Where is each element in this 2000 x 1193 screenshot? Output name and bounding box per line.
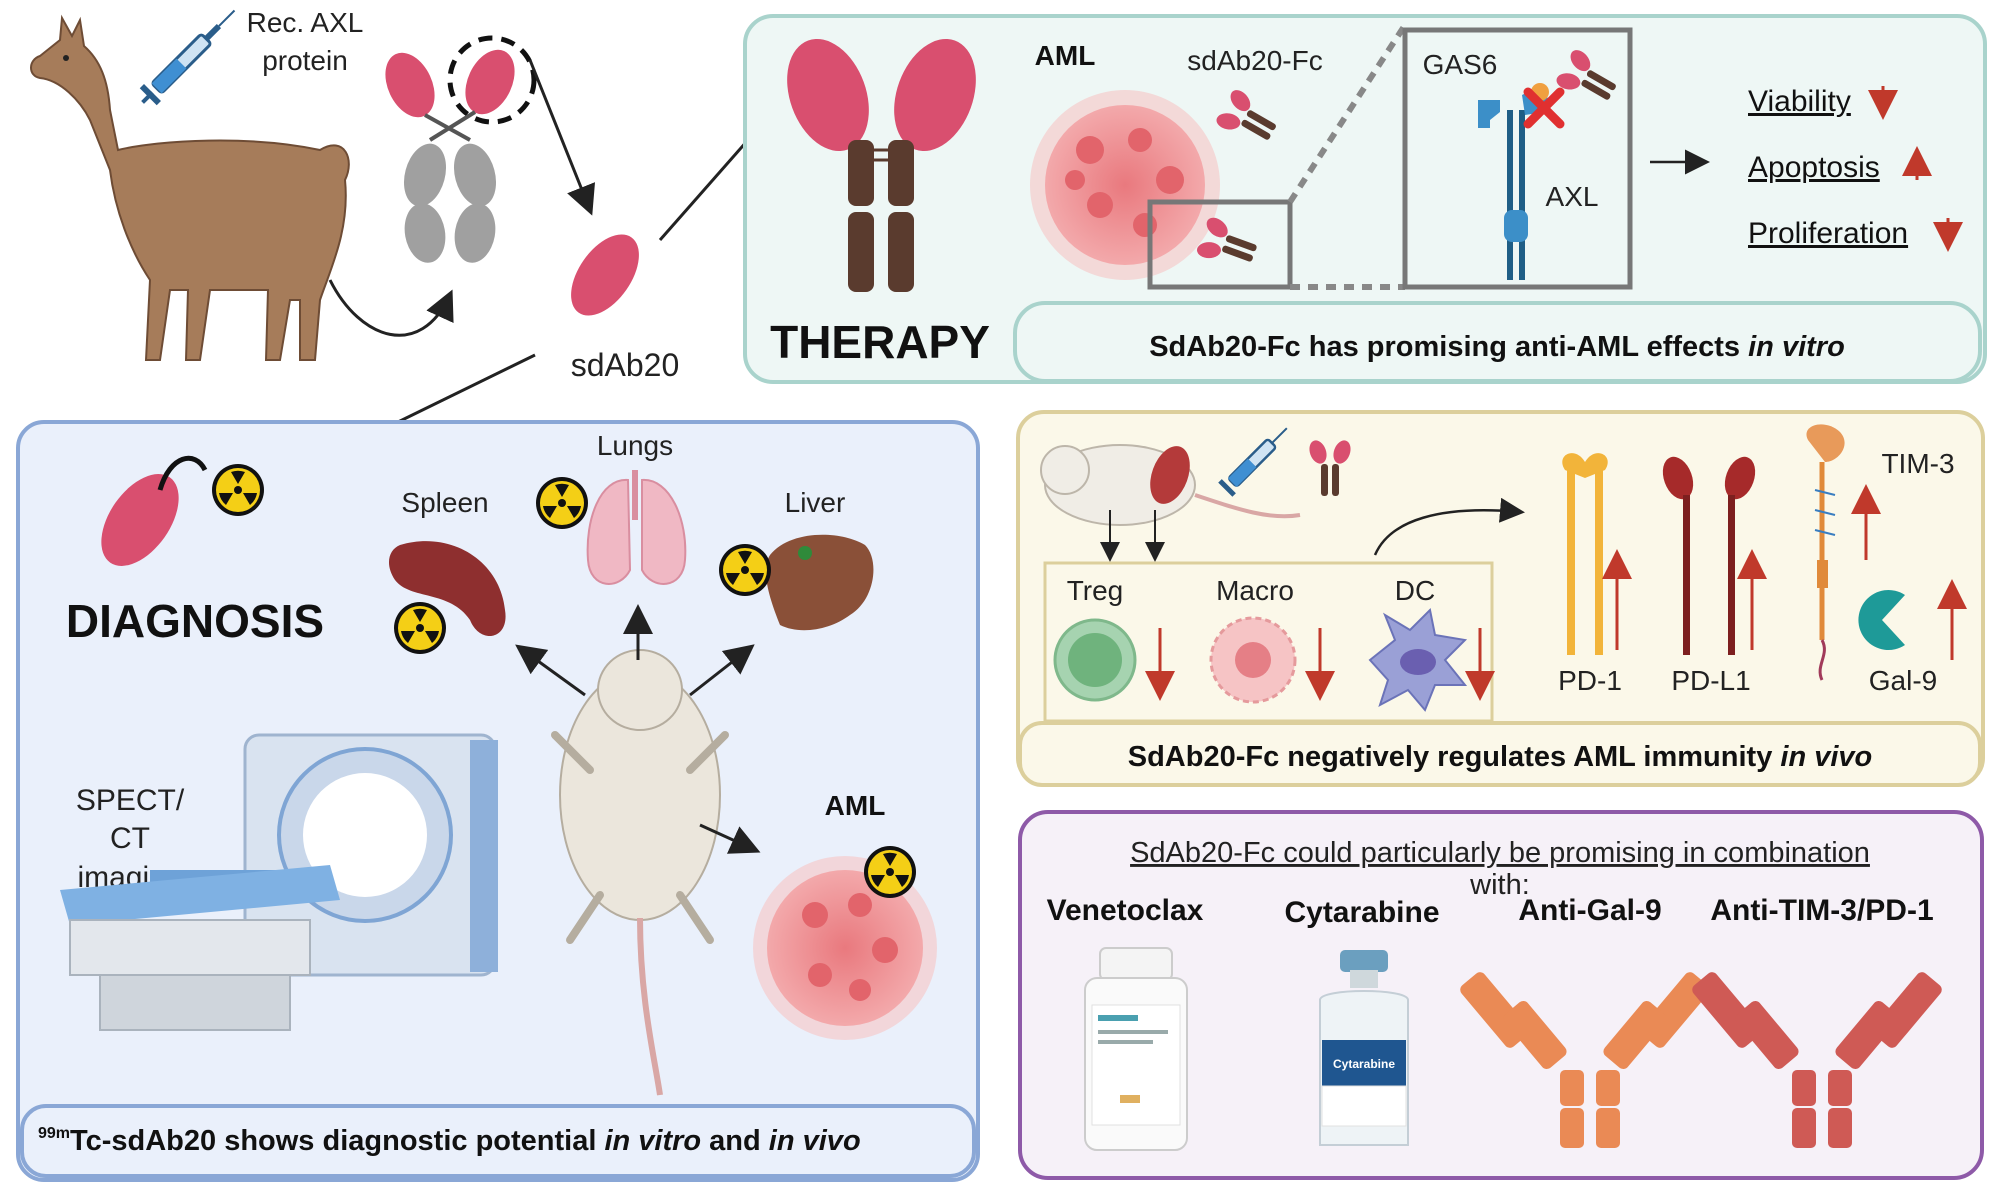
diagnosis-summary-text-2: and (701, 1125, 769, 1157)
pill-bottle-icon (1084, 947, 1188, 1151)
therapy-construct-label: sdAb20-Fc (1187, 45, 1322, 76)
drug-anti-gal9-label: Anti-Gal-9 (1518, 894, 1661, 927)
drug-venetoclax-label: Venetoclax (1047, 894, 1204, 927)
liver-label: Liver (785, 487, 846, 518)
therapy-title: THERAPY (770, 316, 990, 368)
therapy-summary-text: SdAb20-Fc has promising anti-AML effects (1149, 331, 1748, 363)
spect-ct-scanner-icon (60, 733, 498, 1031)
liver-icon (765, 534, 874, 631)
heavy-chain-antibody-icon (385, 35, 537, 263)
to-checkpoints-arrow (1373, 497, 1525, 556)
liver-radioactive-icon (719, 544, 771, 596)
effect-apoptosis: Apoptosis (1748, 151, 1880, 184)
immunity-syringe-icon (1218, 427, 1288, 497)
spleen-label: Spleen (401, 487, 488, 518)
lungs-icon (586, 470, 687, 585)
combination-heading-line2: with: (1469, 869, 1530, 901)
therapy-panel: THERAPY AML sdAb20-Fc GAS6 (743, 14, 1987, 384)
mouse-side-icon (1040, 444, 1301, 526)
effect-viability: Viability (1748, 85, 1851, 118)
diagnosis-panel: DIAGNOSIS Spleen Lungs Liver A (16, 420, 980, 1182)
immunity-summary: SdAb20-Fc negatively regulates AML immun… (1128, 741, 1873, 773)
therapy-summary-italic: in vitro (1748, 331, 1845, 363)
mouse-to-spleen-arrow (515, 644, 586, 697)
sdab20-label: sdAb20 (571, 347, 680, 383)
checkpoint-pd1-label: PD-1 (1558, 665, 1622, 696)
radiolabeled-sdab20-icon (101, 455, 264, 566)
isolation-arrow (528, 59, 596, 216)
therapy-summary-box (1013, 301, 1982, 383)
diagnosis-summary-box (20, 1104, 976, 1178)
dendritic-cell-icon (1368, 607, 1468, 712)
anti-tim3-pd1-antibody-icon (1692, 972, 1942, 1148)
tim3-receptor-icon (1806, 424, 1845, 681)
aml-tumor-cluster-icon (1030, 90, 1220, 280)
rec-axl-label-2: protein (262, 45, 348, 76)
immunity-panel: Treg Macro DC PD-1 (1016, 410, 1985, 787)
imaging-label-1: SPECT/ (76, 784, 185, 817)
therapy-summary: SdAb20-Fc has promising anti-AML effects… (1149, 331, 1845, 363)
immunity-summary-italic: in vivo (1780, 741, 1872, 773)
diagnosis-summary-superscript: 99m (38, 1125, 70, 1142)
gal9-ligand-icon (1858, 590, 1905, 651)
spleen-icon (388, 541, 506, 637)
checkpoint-gal9-label: Gal-9 (1869, 665, 1937, 696)
zoom-detail-box (1402, 27, 1633, 290)
lungs-radioactive-icon (536, 477, 588, 529)
drug-cytarabine-label: Cytarabine (1284, 896, 1439, 929)
checkpoint-tim3-label: TIM-3 (1881, 448, 1954, 479)
lungs-label: Lungs (597, 430, 673, 461)
checkpoint-pdl1-label: PD-L1 (1671, 665, 1750, 696)
effect-proliferation: Proliferation (1748, 217, 1908, 250)
diagnosis-aml-label: AML (825, 790, 886, 821)
mouse-to-liver-arrow (689, 644, 755, 697)
diagnosis-summary: 99mTc-sdAb20 shows diagnostic potential … (38, 1125, 861, 1157)
zoom-source-box (1147, 199, 1293, 290)
axl-receptor-icon (1478, 83, 1549, 280)
combination-heading-line1: SdAb20-Fc could particularly be promisin… (1130, 837, 1870, 869)
spleen-radioactive-icon (394, 602, 446, 654)
imaging-label-2: CT (110, 822, 150, 855)
mouse-icon (551, 649, 729, 1096)
pdl1-ligand-icon (1662, 456, 1756, 655)
highlight-circle (447, 35, 537, 125)
anti-gal9-antibody-icon (1460, 972, 1710, 1148)
cell-treg-label: Treg (1067, 575, 1124, 606)
therapy-aml-label: AML (1035, 40, 1096, 71)
immunity-summary-box (1018, 721, 1982, 787)
aml-radioactive-icon (864, 846, 916, 898)
combination-panel: SdAb20-Fc could particularly be promisin… (1018, 810, 1984, 1180)
cell-dc-label: DC (1395, 575, 1435, 606)
axl-label: AXL (1546, 181, 1599, 212)
vial-label: Cytarabine (1333, 1057, 1395, 1071)
sdab20-domain-icon (571, 234, 639, 316)
cell-macro-label: Macro (1216, 575, 1294, 606)
drug-anti-tim3-pd1-label: Anti-TIM-3/PD-1 (1710, 894, 1933, 927)
diagnosis-summary-text-1: Tc-sdAb20 shows diagnostic potential (70, 1125, 604, 1157)
blocked-x-icon (1523, 87, 1565, 129)
diagnosis-summary-italic-2: in vivo (769, 1125, 861, 1157)
syringe-icon (139, 9, 236, 106)
diagnosis-summary-italic-1: in vitro (604, 1125, 701, 1157)
macrophage-icon (1209, 616, 1297, 704)
immunity-summary-text: SdAb20-Fc negatively regulates AML immun… (1128, 741, 1781, 773)
pd1-receptor-icon (1562, 453, 1608, 655)
diagnosis-title: DIAGNOSIS (66, 595, 324, 647)
llama-icon (30, 14, 350, 361)
vial-icon: Cytarabine (1319, 950, 1409, 1146)
gallbladder-icon (798, 546, 812, 560)
immunization-section: Rec. AXL protein sdAb20 (30, 7, 774, 468)
llama-to-antibody-arrow (328, 279, 454, 337)
mouse-to-aml-arrow (699, 823, 761, 854)
diagnosis-aml-tumor-icon (753, 856, 937, 1040)
gas6-label: GAS6 (1423, 49, 1498, 80)
therapy-effects-list: Viability Apoptosis Proliferation (1748, 85, 1963, 252)
rec-axl-label-1: Rec. AXL (247, 7, 364, 38)
sdab20-fc-icon (787, 38, 976, 292)
treg-cell-icon (1053, 618, 1137, 702)
